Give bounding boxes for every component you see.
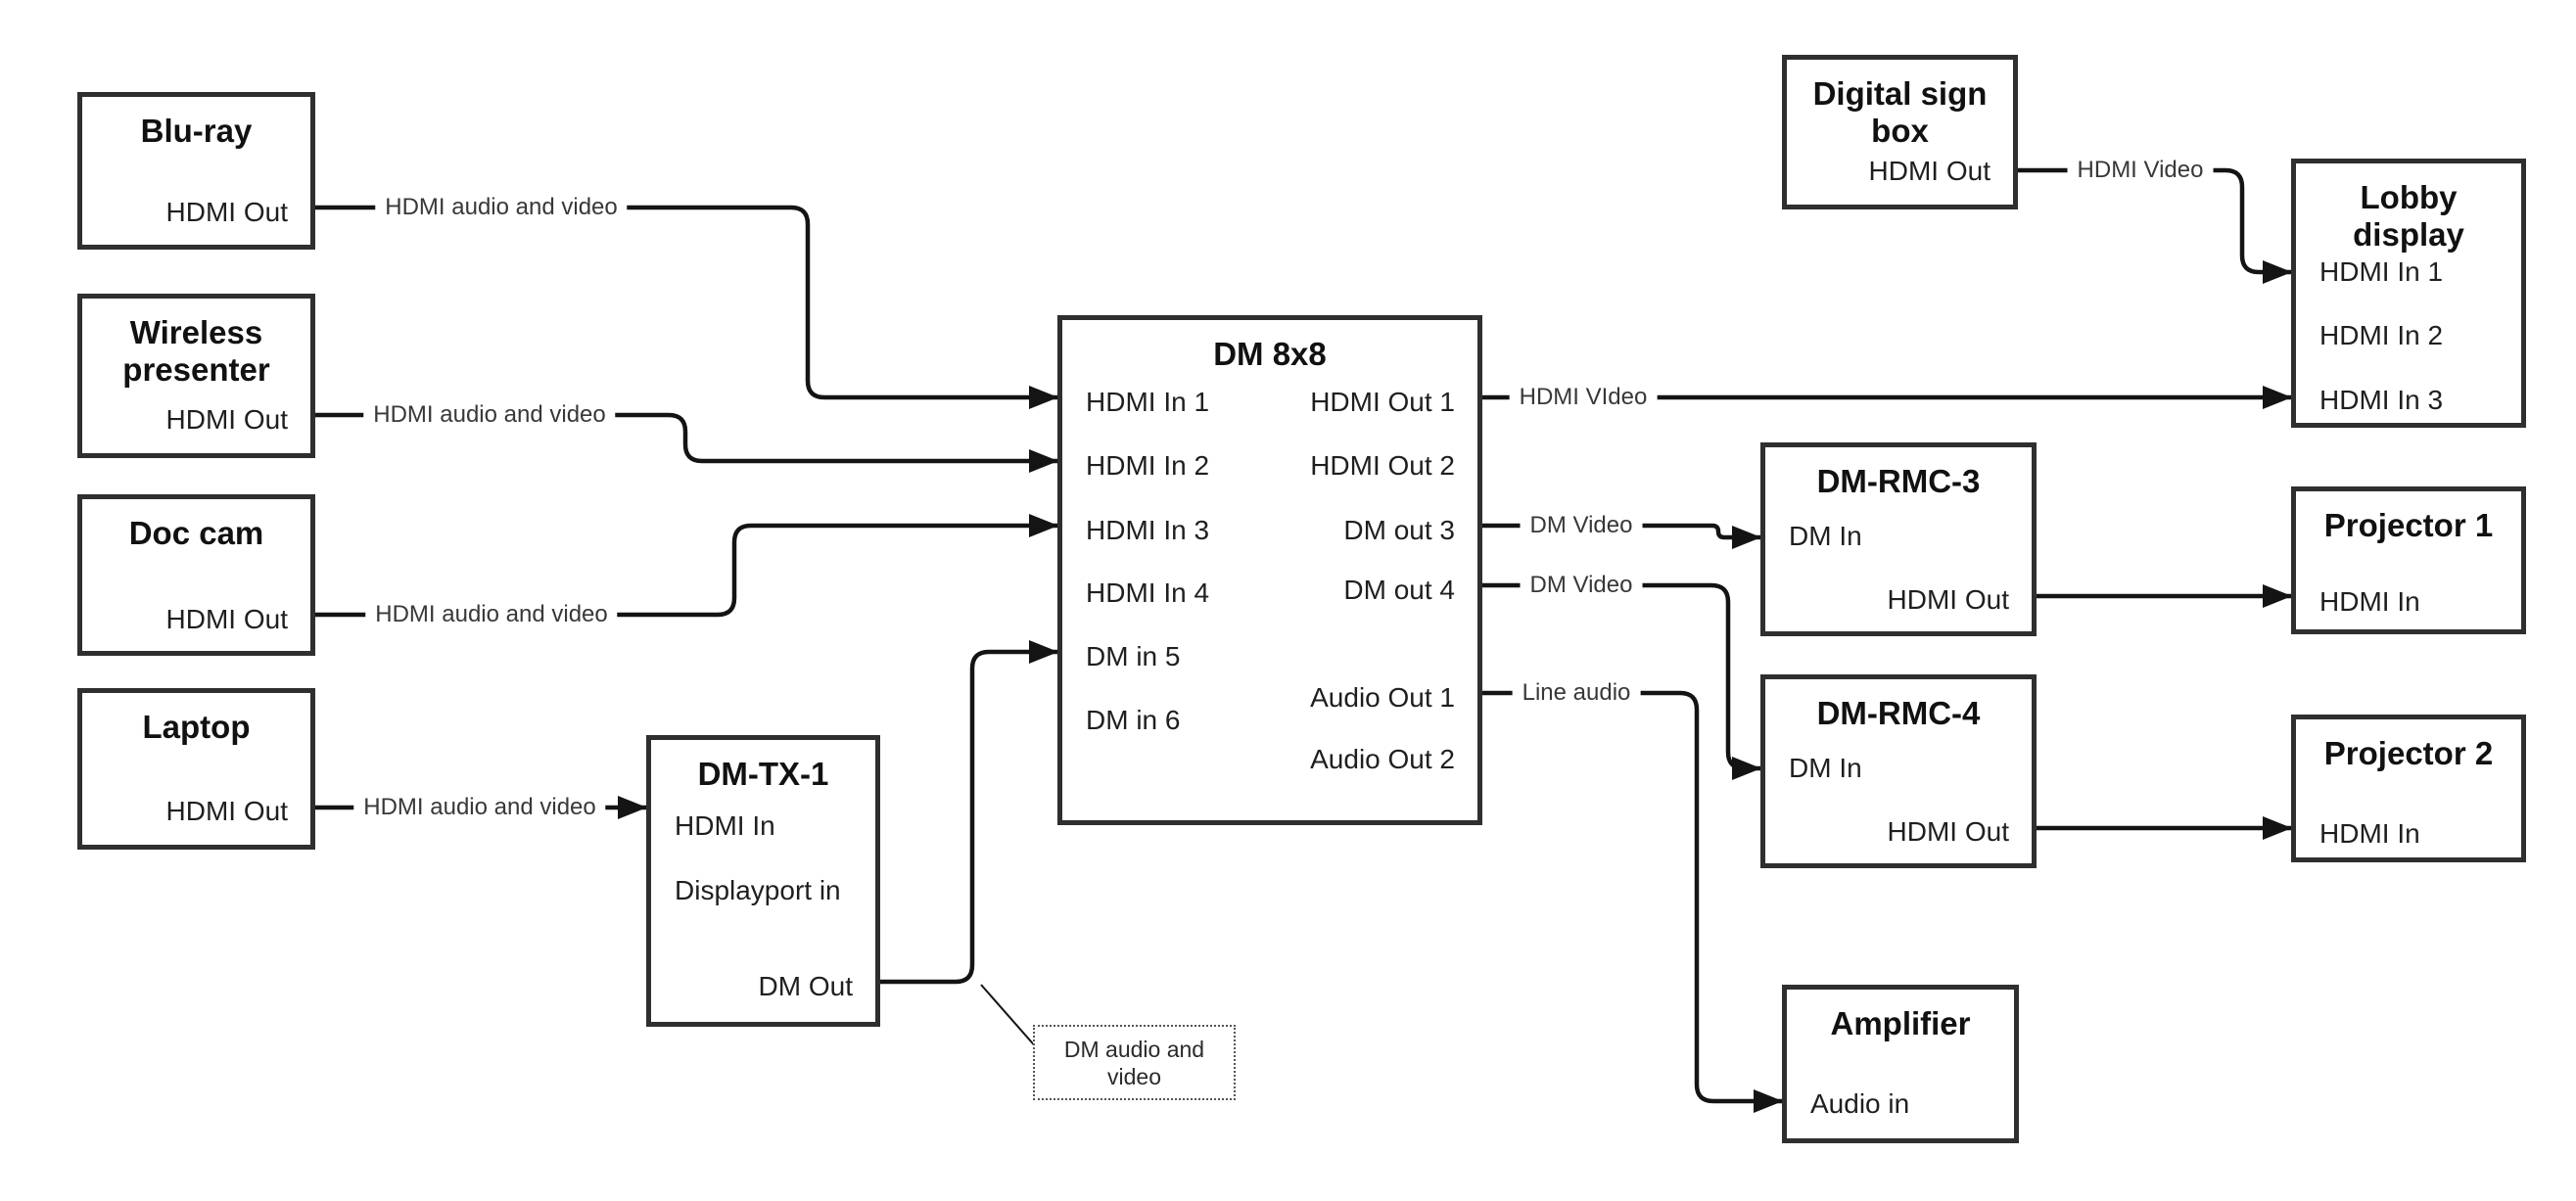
node-title-line: display bbox=[2353, 216, 2464, 253]
port-dm8x8-hdmi-in-2: HDMI In 2 bbox=[1086, 450, 1210, 481]
edge-label-dm8x8-audio1-to-amp: Line audio bbox=[1512, 678, 1641, 708]
edge-label-digitalsign-to-lobby: HDMI Video bbox=[2067, 156, 2214, 185]
edge-label-bluray-to-dm8x8-in1: HDMI audio and video bbox=[375, 193, 628, 222]
node-title-bluray: Blu-ray bbox=[82, 113, 310, 150]
annotation-line: video bbox=[1107, 1063, 1161, 1089]
port-amplifier-audio-in: Audio in bbox=[1810, 1088, 1910, 1119]
annotation-line: DM audio and bbox=[1063, 1036, 1205, 1062]
port-dm8x8-dm-out-4: DM out 4 bbox=[1343, 575, 1455, 605]
port-bluray-hdmi-out: HDMI Out bbox=[165, 197, 288, 227]
node-title-proj1: Projector 1 bbox=[2296, 507, 2521, 544]
node-title-amplifier: Amplifier bbox=[1787, 1005, 2014, 1042]
port-dm8x8-hdmi-out-1: HDMI Out 1 bbox=[1310, 387, 1455, 417]
node-title-line: Blu-ray bbox=[140, 113, 253, 149]
port-dm8x8-dm-out-3: DM out 3 bbox=[1343, 515, 1455, 545]
port-dm8x8-hdmi-in-1: HDMI In 1 bbox=[1086, 387, 1210, 417]
node-dmrmc3: DM-RMC-3 DM In HDMI Out bbox=[1760, 442, 2037, 636]
node-title-line: DM-RMC-3 bbox=[1816, 463, 1981, 499]
port-dm8x8-hdmi-out-2: HDMI Out 2 bbox=[1310, 450, 1455, 481]
edge-label-dm8x8-out1-to-lobby: HDMI VIdeo bbox=[1509, 383, 1658, 412]
port-dmrmc3-hdmi-out: HDMI Out bbox=[1887, 584, 2009, 615]
node-title-line: Laptop bbox=[142, 709, 251, 745]
edge-label-doccam-to-dm8x8-in3: HDMI audio and video bbox=[365, 600, 618, 629]
edge-dm8x8-audio1-to-amp bbox=[1482, 690, 1783, 1113]
port-lobby-hdmi-in-3: HDMI In 3 bbox=[2319, 385, 2444, 415]
port-dm8x8-audio-out-1: Audio Out 1 bbox=[1310, 682, 1455, 713]
port-laptop-hdmi-out: HDMI Out bbox=[165, 796, 288, 826]
node-title-line: Doc cam bbox=[128, 515, 264, 551]
port-dmtx1-hdmi-in: HDMI In bbox=[675, 810, 775, 841]
port-proj1-hdmi-in: HDMI In bbox=[2319, 586, 2420, 617]
node-title-line: DM-RMC-4 bbox=[1816, 695, 1981, 731]
port-digitalsign-hdmi-out: HDMI Out bbox=[1868, 156, 1991, 186]
node-title-doccam: Doc cam bbox=[82, 515, 310, 552]
port-dmrmc4-hdmi-out: HDMI Out bbox=[1887, 816, 2009, 847]
port-lobby-hdmi-in-1: HDMI In 1 bbox=[2319, 256, 2444, 287]
node-proj1: Projector 1 HDMI In bbox=[2291, 486, 2526, 634]
node-proj2: Projector 2 HDMI In bbox=[2291, 715, 2526, 862]
node-title-line: Wireless bbox=[129, 314, 263, 350]
node-title-line: presenter bbox=[122, 351, 270, 388]
edge-bluray-to-dm8x8-in1 bbox=[315, 205, 1058, 409]
node-title-dm8x8: DM 8x8 bbox=[1062, 336, 1477, 373]
port-dm8x8-dm-in-5: DM in 5 bbox=[1086, 641, 1181, 671]
node-title-dmrmc3: DM-RMC-3 bbox=[1765, 463, 2032, 500]
node-title-line: Projector 1 bbox=[2323, 507, 2494, 543]
node-title-laptop: Laptop bbox=[82, 709, 310, 746]
node-title-dmtx1: DM-TX-1 bbox=[651, 756, 875, 793]
edge-digitalsign-to-lobby bbox=[2018, 167, 2292, 284]
edge-label-dm8x8-out3-to-dmrmc3: DM Video bbox=[1520, 511, 1643, 540]
node-title-line: DM 8x8 bbox=[1213, 336, 1327, 372]
port-dm8x8-dm-in-6: DM in 6 bbox=[1086, 705, 1181, 735]
node-title-line: Projector 2 bbox=[2323, 735, 2494, 771]
port-dmtx1-dm-out: DM Out bbox=[758, 971, 853, 1001]
port-dmtx1-displayport-in: Displayport in bbox=[675, 875, 841, 905]
node-dmrmc4: DM-RMC-4 DM In HDMI Out bbox=[1760, 674, 2037, 868]
node-title-proj2: Projector 2 bbox=[2296, 735, 2521, 772]
port-dm8x8-audio-out-2: Audio Out 2 bbox=[1310, 744, 1455, 774]
node-title-line: DM-TX-1 bbox=[697, 756, 829, 792]
edge-doccam-to-dm8x8-in3 bbox=[315, 514, 1058, 618]
edge-dm8x8-out4-to-dmrmc4 bbox=[1482, 582, 1761, 780]
note-callout-line bbox=[980, 984, 1039, 1050]
edge-wireless-to-dm8x8-in2 bbox=[315, 412, 1058, 473]
port-lobby-hdmi-in-2: HDMI In 2 bbox=[2319, 320, 2444, 350]
node-title-line: box bbox=[1871, 113, 1929, 149]
node-title-line: Lobby bbox=[2360, 179, 2458, 215]
node-title-line: Digital sign bbox=[1812, 75, 1988, 112]
port-doccam-hdmi-out: HDMI Out bbox=[165, 604, 288, 634]
edge-dm8x8-out3-to-dmrmc3 bbox=[1482, 523, 1761, 549]
port-dm8x8-hdmi-in-3: HDMI In 3 bbox=[1086, 515, 1210, 545]
port-dmrmc3-dm-in: DM In bbox=[1789, 521, 1862, 551]
edge-label-dm8x8-out4-to-dmrmc4: DM Video bbox=[1520, 571, 1643, 600]
node-title-dmrmc4: DM-RMC-4 bbox=[1765, 695, 2032, 732]
port-wireless-hdmi-out: HDMI Out bbox=[165, 404, 288, 435]
edge-label-laptop-to-dmtx1: HDMI audio and video bbox=[353, 793, 606, 822]
port-dm8x8-hdmi-in-4: HDMI In 4 bbox=[1086, 577, 1210, 608]
edge-dmtx1-to-dm8x8-in5 bbox=[880, 640, 1058, 985]
port-proj2-hdmi-in: HDMI In bbox=[2319, 818, 2420, 849]
node-title-line: Amplifier bbox=[1830, 1005, 1971, 1041]
port-dmrmc4-dm-in: DM In bbox=[1789, 753, 1862, 783]
edge-label-wireless-to-dm8x8-in2: HDMI audio and video bbox=[363, 400, 616, 430]
